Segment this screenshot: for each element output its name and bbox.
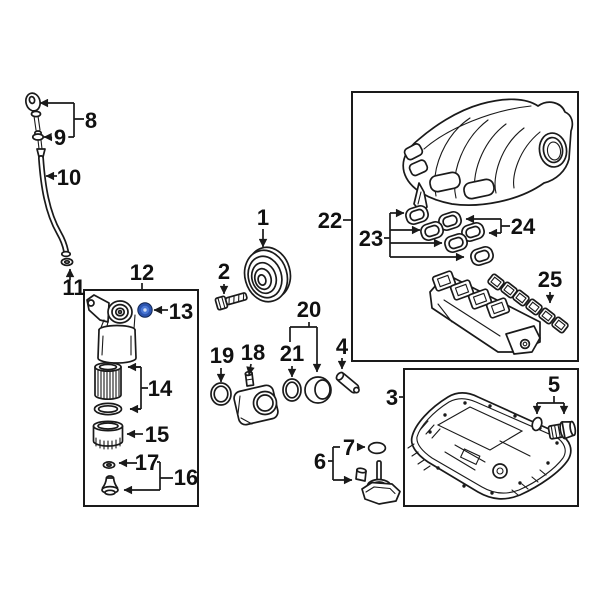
callout-12[interactable]: 12: [130, 260, 154, 285]
port-gaskets-drawing[interactable]: [404, 204, 495, 267]
leader-24-bracket: [500, 219, 510, 233]
part-7-oring-drawing[interactable]: [367, 441, 387, 455]
part-5-gasket-drawing[interactable]: [531, 416, 544, 432]
callout-19[interactable]: 19: [210, 343, 234, 368]
oil-filter-housing-drawing[interactable]: [86, 294, 137, 364]
callout-7[interactable]: 7: [343, 435, 355, 460]
oil-pan-box: [403, 368, 579, 507]
part-13-seal-highlight[interactable]: [137, 302, 153, 318]
part-20-plug-drawing[interactable]: [304, 376, 332, 404]
callout-15[interactable]: 15: [145, 422, 169, 447]
part-19-oring-drawing[interactable]: [210, 382, 232, 406]
intake-manifold-upper-drawing[interactable]: [402, 98, 574, 216]
dipstick-tube-oring[interactable]: [60, 257, 74, 267]
part-16-plug-drawing[interactable]: [101, 475, 119, 496]
callout-10[interactable]: 10: [57, 165, 81, 190]
callout-8[interactable]: 8: [85, 108, 97, 133]
part-5-drain-plug-drawing[interactable]: [547, 420, 577, 441]
oil-pan-drawing[interactable]: [407, 392, 572, 500]
intake-manifold-box: [351, 91, 579, 362]
part-21-oring-drawing[interactable]: [282, 378, 302, 402]
callout-20[interactable]: 20: [297, 297, 321, 322]
part-2-bolt-drawing[interactable]: [214, 290, 248, 311]
oil-filter-oring-drawing[interactable]: [93, 402, 123, 416]
oil-filter-element-drawing[interactable]: [94, 361, 122, 401]
callout-1[interactable]: 1: [257, 205, 269, 230]
leader-8: [40, 103, 84, 137]
callout-6[interactable]: 6: [314, 449, 326, 474]
callout-13[interactable]: 13: [169, 299, 193, 324]
callout-2[interactable]: 2: [218, 259, 230, 284]
callout-16[interactable]: 16: [174, 465, 198, 490]
intake-manifold-lower-drawing[interactable]: [429, 270, 541, 355]
callout-5[interactable]: 5: [548, 372, 560, 397]
leader-14-bracket: [128, 366, 148, 410]
part-6-sensor-drawing[interactable]: [355, 460, 401, 505]
callout-23[interactable]: 23: [359, 226, 383, 251]
leader-18: [246, 363, 255, 376]
callout-14[interactable]: 14: [148, 376, 173, 401]
callout-11[interactable]: 11: [62, 275, 85, 300]
manifold-gasket-chain-drawing[interactable]: [487, 273, 569, 334]
callout-17[interactable]: 17: [135, 450, 159, 475]
leader-20-bracket: [289, 322, 317, 342]
callout-24[interactable]: 24: [511, 214, 536, 239]
part-17-seal-drawing[interactable]: [102, 461, 116, 469]
leader-23-bracket: [384, 213, 391, 257]
callout-9[interactable]: 9: [51, 122, 69, 153]
callout-18[interactable]: 18: [241, 340, 265, 365]
part-4-pin-drawing[interactable]: [335, 371, 361, 395]
oil-filter-assembly-box: [83, 289, 199, 507]
callout-22[interactable]: 22: [318, 208, 342, 233]
leader-16-bracket: [157, 461, 173, 490]
callout-4[interactable]: 4: [336, 334, 349, 359]
oil-filter-cap-drawing[interactable]: [92, 420, 124, 450]
callout-21[interactable]: 21: [280, 341, 304, 366]
callout-25[interactable]: 25: [538, 267, 562, 292]
part-1-pulley-drawing[interactable]: [239, 242, 297, 307]
leader-6-bracket: [328, 446, 340, 480]
part-18-oil-cooler-drawing[interactable]: [233, 370, 280, 426]
leader-5-bracket: [537, 396, 564, 404]
callout-3[interactable]: 3: [386, 385, 398, 410]
